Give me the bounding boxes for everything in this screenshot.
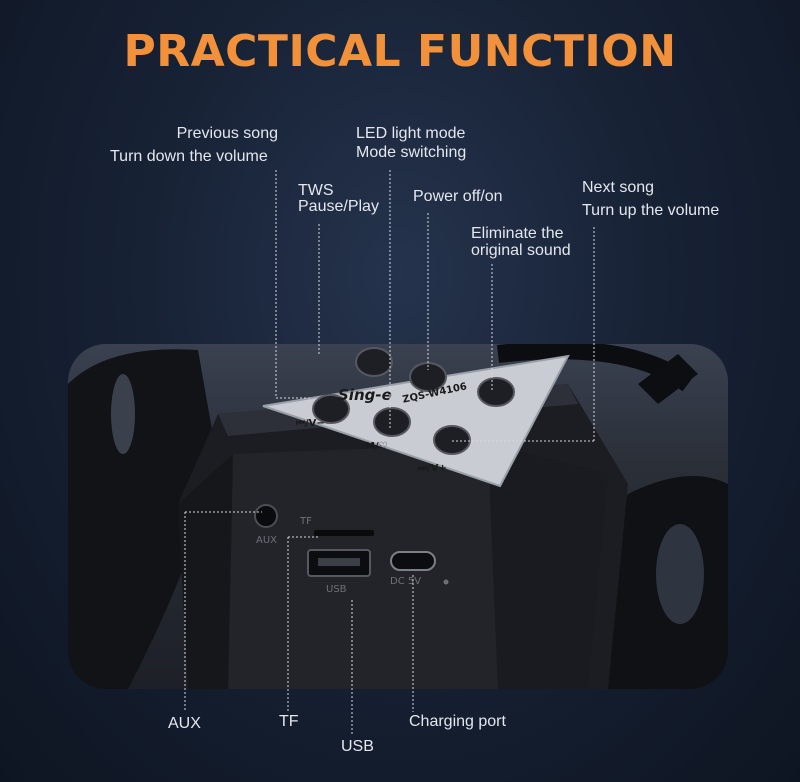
label-next-song: Next song [582, 179, 655, 196]
label-eliminate-2: original sound [471, 242, 571, 259]
speaker-illustration [68, 344, 728, 689]
label-previous-song: Previous song [176, 125, 278, 142]
dc-port-label: DC 5V [390, 576, 422, 587]
label-tf: TF [279, 713, 299, 730]
label-usb: USB [341, 738, 374, 755]
aux-port-label: AUX [256, 535, 278, 546]
label-pause-play: Pause/Play [298, 198, 379, 215]
label-power: Power off/on [413, 188, 503, 205]
label-turn-down-volume: Turn down the volume [110, 148, 268, 165]
page-title: PRACTICAL FUNCTION [123, 26, 677, 77]
brand-logo-text: Sing-e [338, 386, 392, 404]
speaker-photo [68, 344, 728, 689]
label-led-light-mode: LED light mode [356, 125, 466, 142]
label-mode-switching: Mode switching [356, 144, 467, 161]
mode-button-label: M/♡ [365, 441, 388, 452]
tf-port-label: TF [300, 516, 312, 527]
label-tws: TWS [298, 182, 334, 199]
label-aux: AUX [168, 715, 201, 732]
label-eliminate-1: Eliminate the [471, 225, 564, 242]
usb-port-label: USB [326, 584, 347, 595]
next-button-label: ⏭/V+ [418, 463, 447, 474]
label-turn-up-volume: Turn up the volume [582, 202, 720, 219]
label-charging-port: Charging port [409, 713, 506, 730]
prev-button-label: ⏮/V− [296, 418, 325, 429]
